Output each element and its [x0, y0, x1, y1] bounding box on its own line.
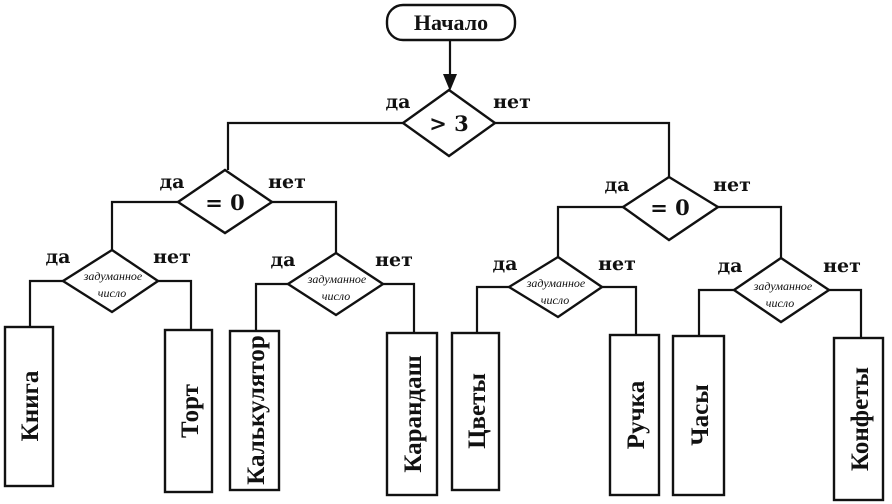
outcome-karandash: Карандаш: [385, 331, 439, 497]
yes-label: да: [46, 246, 71, 268]
outcome-label: Калькулятор: [243, 335, 270, 485]
outcome-label: Торт: [177, 384, 204, 438]
outcome-label: Карандаш: [400, 355, 427, 472]
no-label: нет: [823, 255, 861, 277]
condition-label: число: [766, 296, 794, 310]
outcome-label: Часы: [687, 384, 714, 445]
condition-label: = 0: [205, 190, 245, 215]
condition-label: задуманное: [307, 272, 367, 286]
yes-label: да: [160, 171, 185, 193]
condition-label: задуманное: [753, 279, 813, 293]
decision-rr: задуманное число да нет: [718, 255, 861, 324]
outcome-tort: Торт: [163, 328, 214, 494]
yes-label: да: [386, 91, 411, 113]
decision-rl: задуманное число да нет: [493, 253, 636, 319]
outcome-kalkulyator: Калькулятор: [228, 329, 281, 492]
decision-ll: задуманное число да нет: [46, 246, 191, 314]
no-label: нет: [375, 249, 413, 271]
condition-label: > 3: [429, 111, 469, 136]
outcome-label: Конфеты: [847, 367, 874, 471]
no-label: нет: [493, 91, 531, 113]
outcome-tsvety: Цветы: [450, 331, 501, 492]
outcome-label: Ручка: [623, 380, 650, 449]
decision-root: > 3 да нет: [386, 88, 531, 158]
yes-label: да: [718, 255, 743, 277]
condition-label: число: [541, 293, 569, 307]
start-terminal: Начало: [385, 3, 517, 42]
condition-label: задуманное: [83, 269, 143, 283]
outcome-label: Книга: [17, 370, 44, 441]
condition-label: = 0: [650, 195, 690, 220]
condition-label: задуманное: [526, 276, 586, 290]
arrow-head-icon: [443, 74, 457, 91]
outcome-ruchka: Ручка: [608, 333, 661, 497]
decision-right-zero: = 0 да нет: [605, 174, 751, 242]
outcome-konfety: Конфеты: [832, 336, 885, 502]
outcome-kniga: Книга: [3, 325, 55, 488]
outcome-label: Цветы: [464, 373, 491, 449]
decision-lr: задуманное число да нет: [271, 249, 413, 317]
decision-left-zero: = 0 да нет: [160, 168, 306, 235]
connectors: [28, 40, 863, 338]
condition-label: число: [322, 289, 350, 303]
no-label: нет: [598, 253, 636, 275]
no-label: нет: [268, 171, 306, 193]
no-label: нет: [153, 246, 191, 268]
yes-label: да: [493, 253, 518, 275]
yes-label: да: [605, 174, 630, 196]
no-label: нет: [713, 174, 751, 196]
yes-label: да: [271, 249, 296, 271]
condition-label: число: [98, 286, 126, 300]
outcome-chasy: Часы: [671, 334, 726, 497]
start-label: Начало: [414, 10, 488, 35]
